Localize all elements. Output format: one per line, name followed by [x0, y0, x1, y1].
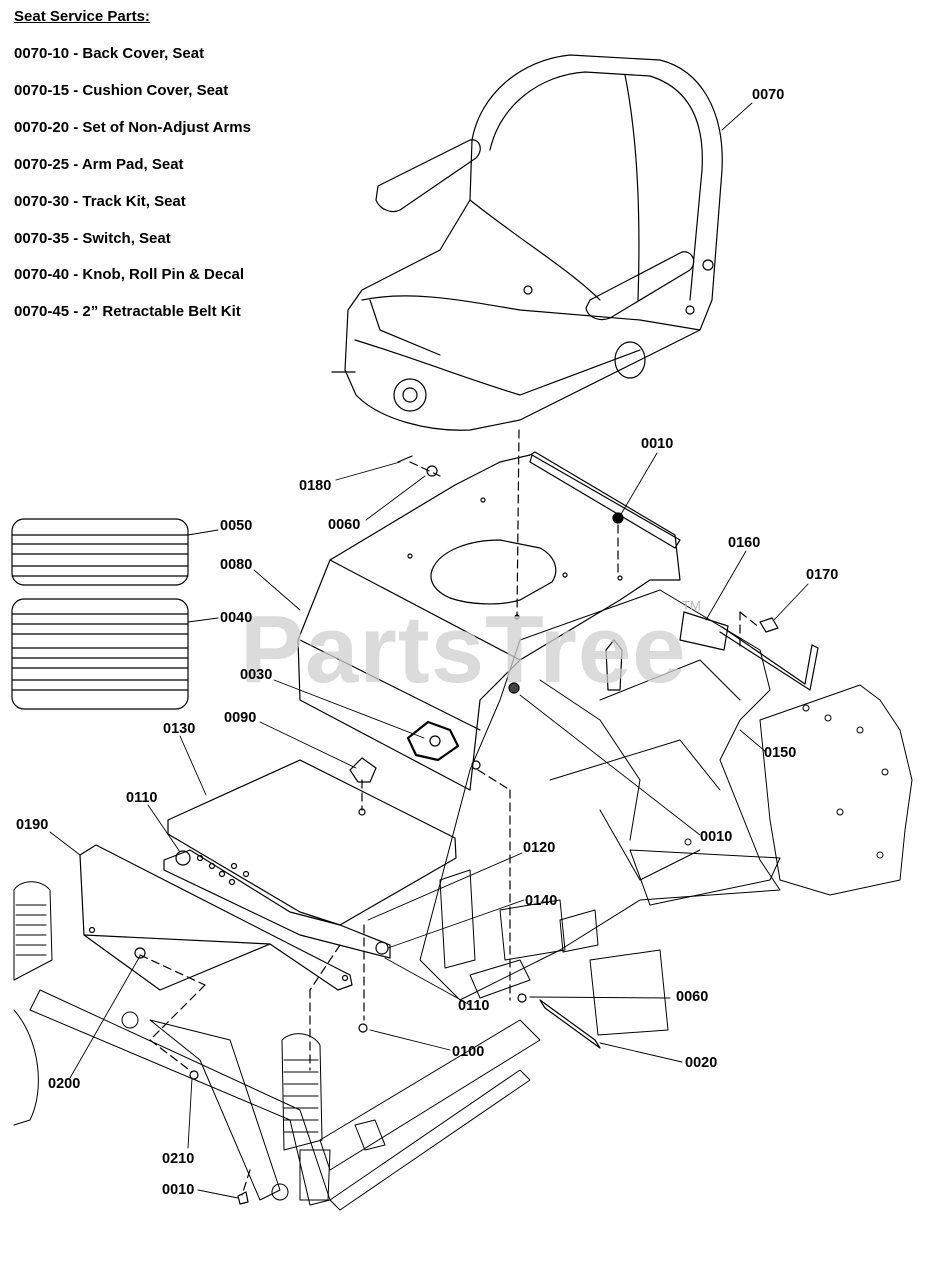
decal-0050	[11, 518, 189, 586]
callout-0210[interactable]: 0210	[162, 1151, 195, 1167]
service-part-item: 0070-10 - Back Cover, Seat	[14, 45, 205, 62]
seat-pan	[297, 451, 681, 791]
callout-0090[interactable]: 0090	[224, 710, 257, 726]
callout-0170[interactable]: 0170	[806, 567, 839, 583]
chassis-frame	[419, 589, 913, 1036]
callout-0010[interactable]: 0010	[700, 829, 733, 845]
service-part-item: 0070-40 - Knob, Roll Pin & Decal	[14, 266, 245, 283]
front-suspension	[13, 881, 599, 1211]
callout-0140[interactable]: 0140	[525, 893, 558, 909]
callout-0060[interactable]: 0060	[676, 989, 709, 1005]
callout-0130[interactable]: 0130	[163, 721, 196, 737]
callout-0120[interactable]: 0120	[523, 840, 556, 856]
callout-0150[interactable]: 0150	[764, 745, 797, 761]
callout-0020[interactable]: 0020	[685, 1055, 718, 1071]
service-part-item: 0070-35 - Switch, Seat	[14, 230, 171, 247]
watermark: PartsTree	[240, 596, 687, 703]
callout-0190[interactable]: 0190	[16, 817, 49, 833]
service-part-item: 0070-45 - 2” Retractable Belt Kit	[14, 303, 241, 320]
callout-0070[interactable]: 0070	[752, 87, 785, 103]
decal-0040	[11, 598, 189, 710]
callout-0050[interactable]: 0050	[220, 518, 253, 534]
service-part-item: 0070-15 - Cushion Cover, Seat	[14, 82, 229, 99]
alignment-dashes	[139, 429, 761, 1196]
callout-0040[interactable]: 0040	[220, 610, 253, 626]
callout-0010[interactable]: 0010	[162, 1182, 195, 1198]
service-parts-title: Seat Service Parts:	[14, 8, 150, 25]
service-part-item: 0070-30 - Track Kit, Seat	[14, 193, 186, 210]
callout-0030[interactable]: 0030	[240, 667, 273, 683]
trademark-mark: TM	[682, 598, 701, 613]
callout-0180[interactable]: 0180	[299, 478, 332, 494]
side-panel-0190	[79, 844, 353, 991]
small-hardware	[175, 455, 819, 1205]
seat-assembly	[331, 54, 723, 431]
callout-0110[interactable]: 0110	[458, 998, 490, 1014]
callout-0160[interactable]: 0160	[728, 535, 761, 551]
callout-0200[interactable]: 0200	[48, 1076, 81, 1092]
callout-0060[interactable]: 0060	[328, 517, 361, 533]
callout-0010[interactable]: 0010	[641, 436, 674, 452]
service-part-item: 0070-20 - Set of Non-Adjust Arms	[14, 119, 251, 136]
callout-0100[interactable]: 0100	[452, 1044, 485, 1060]
seat-plate-0130	[163, 759, 457, 959]
service-part-item: 0070-25 - Arm Pad, Seat	[14, 156, 184, 173]
callout-0080[interactable]: 0080	[220, 557, 253, 573]
callout-0110[interactable]: 0110	[126, 790, 158, 806]
